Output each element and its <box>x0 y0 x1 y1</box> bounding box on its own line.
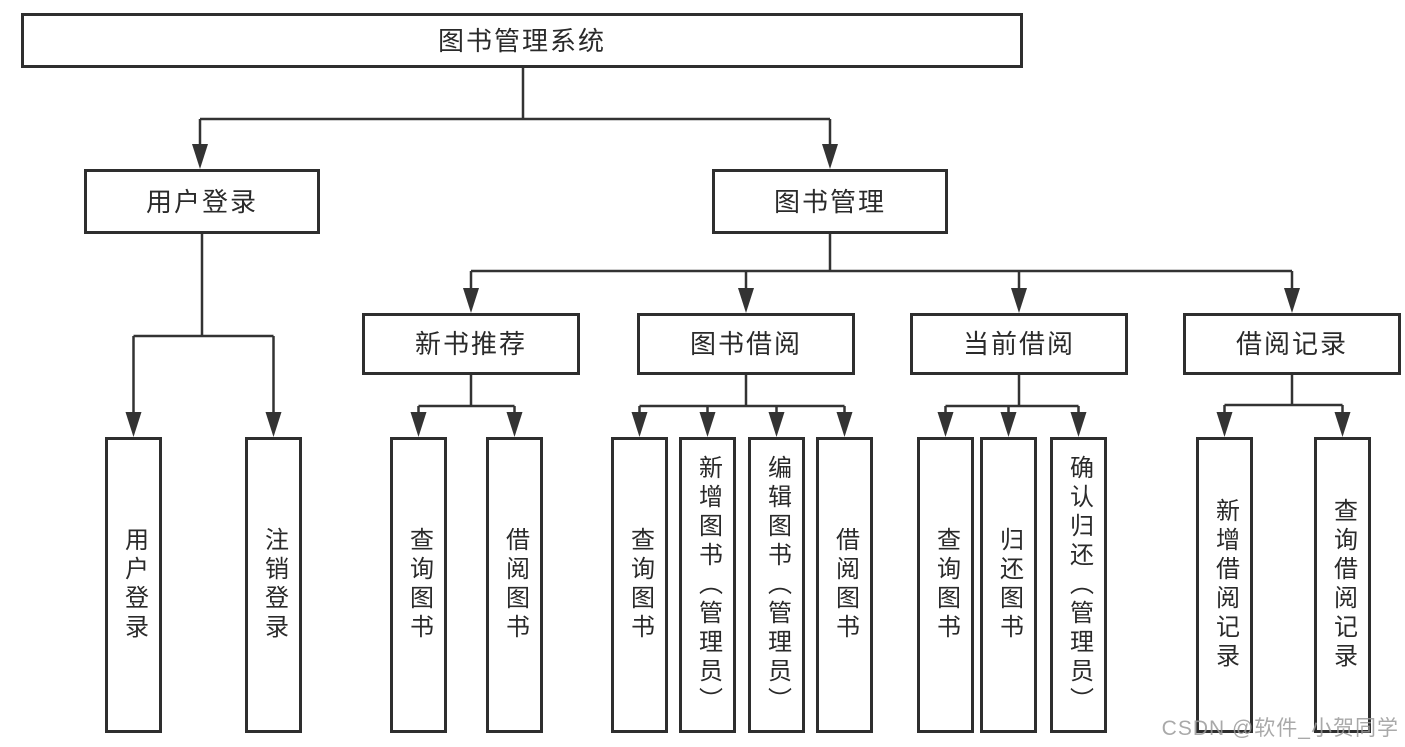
node-user-login-leaf-label: 用户登录 <box>120 527 148 643</box>
node-query-borrow-record-label: 查询借阅记录 <box>1329 498 1357 672</box>
node-query-books-borrowing: 查询图书 <box>611 437 668 733</box>
node-add-book-admin: 新增图书（管理员） <box>679 437 736 733</box>
tree-edges <box>132 68 1344 413</box>
node-root-system-label: 图书管理系统 <box>437 25 606 56</box>
node-add-book-admin-label: 新增图书（管理员） <box>694 454 722 716</box>
csdn-watermark: CSDN @软件_小贺同学 <box>1161 717 1399 740</box>
node-add-borrow-record: 新增借阅记录 <box>1196 437 1253 733</box>
node-return-book: 归还图书 <box>980 437 1037 733</box>
node-book-management-branch-label: 图书管理 <box>773 186 886 217</box>
node-borrow-books-recommend-label: 借阅图书 <box>501 527 529 643</box>
node-new-book-recommendation-label: 新书推荐 <box>414 329 527 359</box>
node-query-borrow-record: 查询借阅记录 <box>1314 437 1371 733</box>
node-return-book-label: 归还图书 <box>995 527 1023 643</box>
node-user-login-branch: 用户登录 <box>84 169 320 234</box>
arrowheads <box>125 144 1351 437</box>
node-edit-book-admin: 编辑图书（管理员） <box>748 437 805 733</box>
node-current-borrowing-label: 当前借阅 <box>962 329 1075 359</box>
node-book-borrowing-label: 图书借阅 <box>689 329 802 359</box>
node-confirm-return-admin: 确认归还（管理员） <box>1050 437 1107 733</box>
node-borrow-books-recommend: 借阅图书 <box>486 437 543 733</box>
node-add-borrow-record-label: 新增借阅记录 <box>1211 498 1239 672</box>
node-borrow-books-borrowing-label: 借阅图书 <box>831 527 859 643</box>
node-logout: 注销登录 <box>245 437 302 733</box>
node-new-book-recommendation: 新书推荐 <box>362 313 580 375</box>
node-borrowing-records: 借阅记录 <box>1183 313 1401 375</box>
node-edit-book-admin-label: 编辑图书（管理员） <box>763 454 791 716</box>
node-book-management-branch: 图书管理 <box>712 169 948 234</box>
node-confirm-return-admin-label: 确认归还（管理员） <box>1065 454 1093 716</box>
node-query-books-recommend-label: 查询图书 <box>405 527 433 643</box>
node-current-borrowing: 当前借阅 <box>910 313 1128 375</box>
node-query-books-recommend: 查询图书 <box>390 437 447 733</box>
node-user-login-branch-label: 用户登录 <box>145 186 258 217</box>
node-logout-label: 注销登录 <box>260 527 288 643</box>
node-query-books-current-label: 查询图书 <box>932 527 960 643</box>
node-borrow-books-borrowing: 借阅图书 <box>816 437 873 733</box>
node-user-login-leaf: 用户登录 <box>105 437 162 733</box>
node-query-books-borrowing-label: 查询图书 <box>626 527 654 643</box>
node-borrowing-records-label: 借阅记录 <box>1235 329 1348 359</box>
node-root-system: 图书管理系统 <box>21 13 1023 68</box>
node-query-books-current: 查询图书 <box>917 437 974 733</box>
node-book-borrowing: 图书借阅 <box>637 313 855 375</box>
